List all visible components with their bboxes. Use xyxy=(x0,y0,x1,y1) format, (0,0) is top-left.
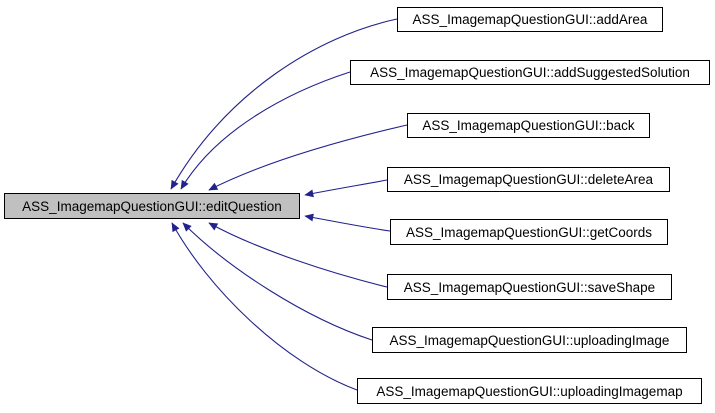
call-edge-addsuggestedsolution xyxy=(180,71,351,190)
call-edge-back xyxy=(208,124,408,191)
graph-node-editquestion: ASS_ImagemapQuestionGUI::editQuestion xyxy=(4,193,300,219)
graph-node-back[interactable]: ASS_ImagemapQuestionGUI::back xyxy=(407,113,650,138)
graph-node-deletearea[interactable]: ASS_ImagemapQuestionGUI::deleteArea xyxy=(387,167,670,192)
graph-node-addsuggestedsolution[interactable]: ASS_ImagemapQuestionGUI::addSuggestedSol… xyxy=(350,60,710,85)
call-edge-deletearea xyxy=(304,179,388,198)
graph-node-addarea[interactable]: ASS_ImagemapQuestionGUI::addArea xyxy=(397,7,663,32)
call-edge-addarea xyxy=(170,18,398,190)
graph-node-getcoords[interactable]: ASS_ImagemapQuestionGUI::getCoords xyxy=(390,219,668,245)
graph-node-saveshape[interactable]: ASS_ImagemapQuestionGUI::saveShape xyxy=(387,274,672,300)
call-edge-getcoords xyxy=(304,213,391,232)
graph-node-uploadingimagemap[interactable]: ASS_ImagemapQuestionGUI::uploadingImagem… xyxy=(357,378,702,404)
call-edge-saveshape xyxy=(208,222,388,288)
call-edge-uploadingimagemap xyxy=(171,222,358,391)
graph-node-uploadingimage[interactable]: ASS_ImagemapQuestionGUI::uploadingImage xyxy=(372,327,687,353)
call-edge-uploadingimage xyxy=(182,222,373,341)
